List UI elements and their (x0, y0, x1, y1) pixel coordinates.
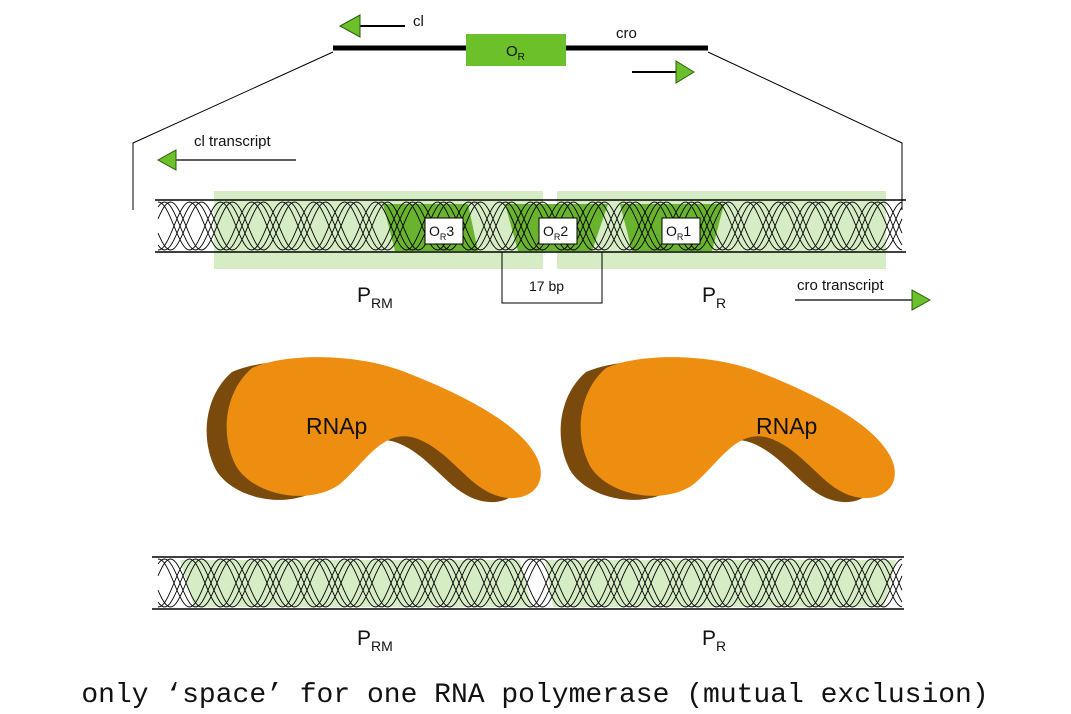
operator-box-label: OR (506, 43, 525, 63)
cro-transcript-label: cro transcript (797, 277, 885, 294)
helix-strand (157, 201, 903, 251)
or1-label: OR1 (661, 217, 701, 245)
or1-box (661, 217, 701, 245)
cl-transcript-label: cl transcript (194, 133, 272, 150)
or2-label: OR2 (538, 217, 578, 245)
lower-dna (152, 556, 904, 610)
helix-strand (157, 558, 903, 608)
rnap-left: RNAp (206, 357, 541, 503)
pr-lower-region (545, 560, 896, 607)
pr-label-lower: PR (702, 627, 726, 654)
helix-strand (157, 558, 903, 608)
cro-arrow-head-icon (675, 60, 695, 84)
or3-box (424, 217, 464, 245)
prm-lower-region (180, 560, 532, 607)
zoom-line-right (707, 51, 903, 210)
zoom-line-left (132, 51, 334, 210)
helix-strand (157, 201, 903, 251)
helix-strand (157, 201, 903, 251)
or2-box (538, 217, 578, 245)
spacing-bracket: 17 bp (501, 252, 603, 304)
rnap-right-body (580, 357, 895, 499)
dna-helix (157, 201, 903, 251)
helix-strand (157, 558, 903, 608)
helix-strand (157, 201, 903, 251)
rnap-left-body (226, 357, 541, 499)
helix-strand (157, 558, 903, 608)
upper-dna (155, 191, 906, 269)
rnap-left-label: RNAp (306, 413, 367, 439)
helix-strand (157, 201, 903, 251)
rnap-right-label: RNAp (756, 413, 817, 439)
or2-text: OR2 (543, 223, 568, 242)
spacing-label: 17 bp (529, 278, 564, 294)
cro-gene-label: cro (616, 25, 637, 42)
pr-label-upper: PR (702, 284, 726, 311)
cro-transcript-head-icon (911, 289, 932, 311)
cl-transcript-arrow: cl transcript (156, 133, 296, 171)
or1-text: OR1 (666, 223, 691, 242)
cl-transcript-head-icon (156, 149, 177, 171)
cro-transcript-arrow: cro transcript (795, 277, 932, 311)
operator-box (466, 34, 566, 66)
or3-label: OR3 (424, 217, 464, 245)
dna-helix-lower (157, 558, 903, 608)
helix-strand (157, 558, 903, 608)
caption: only ‘space’ for one RNA polymerase (mut… (81, 680, 988, 711)
helix-strand (157, 201, 903, 251)
helix-strand (157, 558, 903, 608)
cl-arrow-head-icon (338, 14, 361, 38)
rnap-right: RNAp (560, 357, 895, 503)
prm-label-lower: PRM (357, 627, 393, 654)
gene-map: OR cl cro (132, 13, 903, 210)
cl-gene-label: cl (413, 13, 424, 30)
or3-text: OR3 (429, 223, 454, 242)
spacing-bracket-line (501, 252, 603, 304)
prm-label-upper: PRM (357, 284, 393, 311)
